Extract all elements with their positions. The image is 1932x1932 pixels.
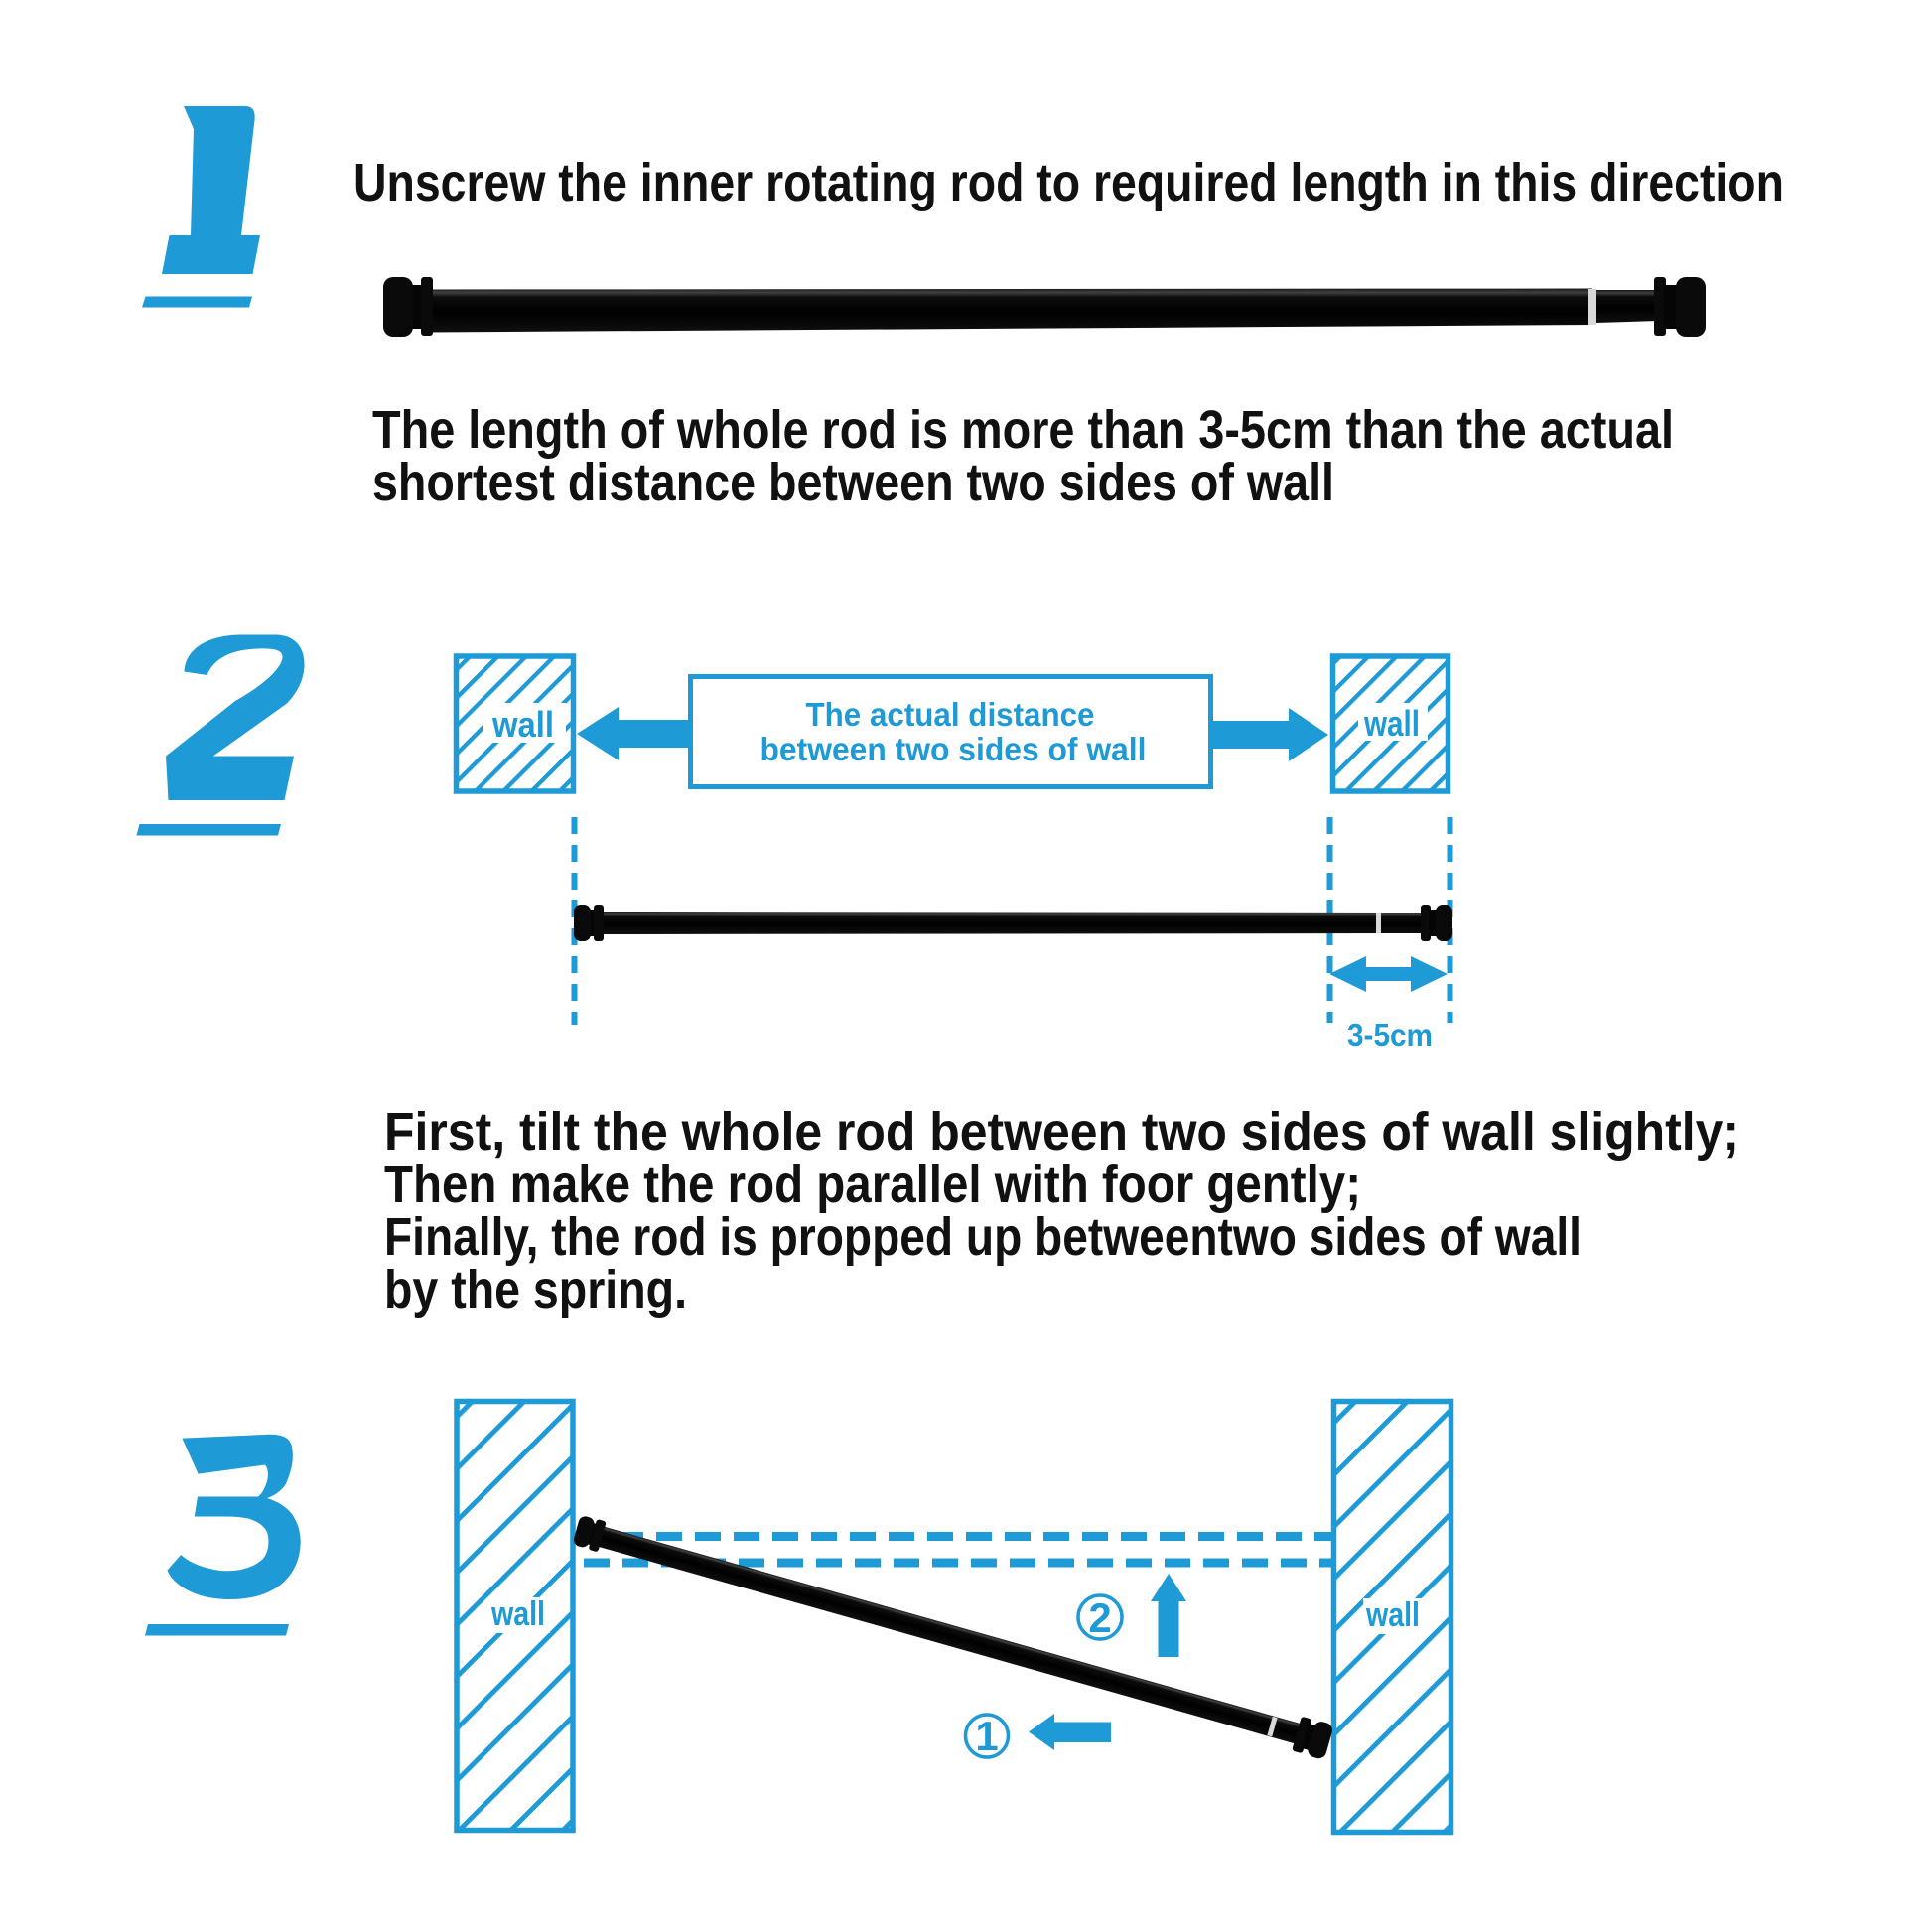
svg-text:wall: wall xyxy=(490,1595,545,1633)
svg-text:between two sides of wall: between two sides of wall xyxy=(760,731,1147,767)
svg-text:wall: wall xyxy=(1365,1596,1420,1634)
svg-text:by the spring.: by the spring. xyxy=(384,1260,687,1319)
svg-text:First, tilt the whole rod betw: First, tilt the whole rod between two si… xyxy=(384,1102,1739,1162)
svg-text:Unscrew the inner rotating rod: Unscrew the inner rotating rod to requir… xyxy=(353,153,1784,212)
svg-text:wall: wall xyxy=(491,704,554,745)
svg-text:The length of whole rod is mor: The length of whole rod is more than 3-5… xyxy=(372,400,1674,460)
svg-text:wall: wall xyxy=(1363,703,1420,744)
svg-text:shortest distance between two: shortest distance between two sides of w… xyxy=(372,453,1334,512)
svg-text:The actual distance: The actual distance xyxy=(806,696,1095,733)
svg-text:3-5cm: 3-5cm xyxy=(1347,1017,1433,1053)
svg-text:1: 1 xyxy=(975,1713,998,1759)
svg-text:Finally, the rod is propped up: Finally, the rod is propped up betweentw… xyxy=(384,1207,1582,1267)
svg-text:2: 2 xyxy=(1088,1594,1111,1641)
svg-text:Then make the rod parallel wit: Then make the rod parallel with foor gen… xyxy=(384,1155,1361,1214)
